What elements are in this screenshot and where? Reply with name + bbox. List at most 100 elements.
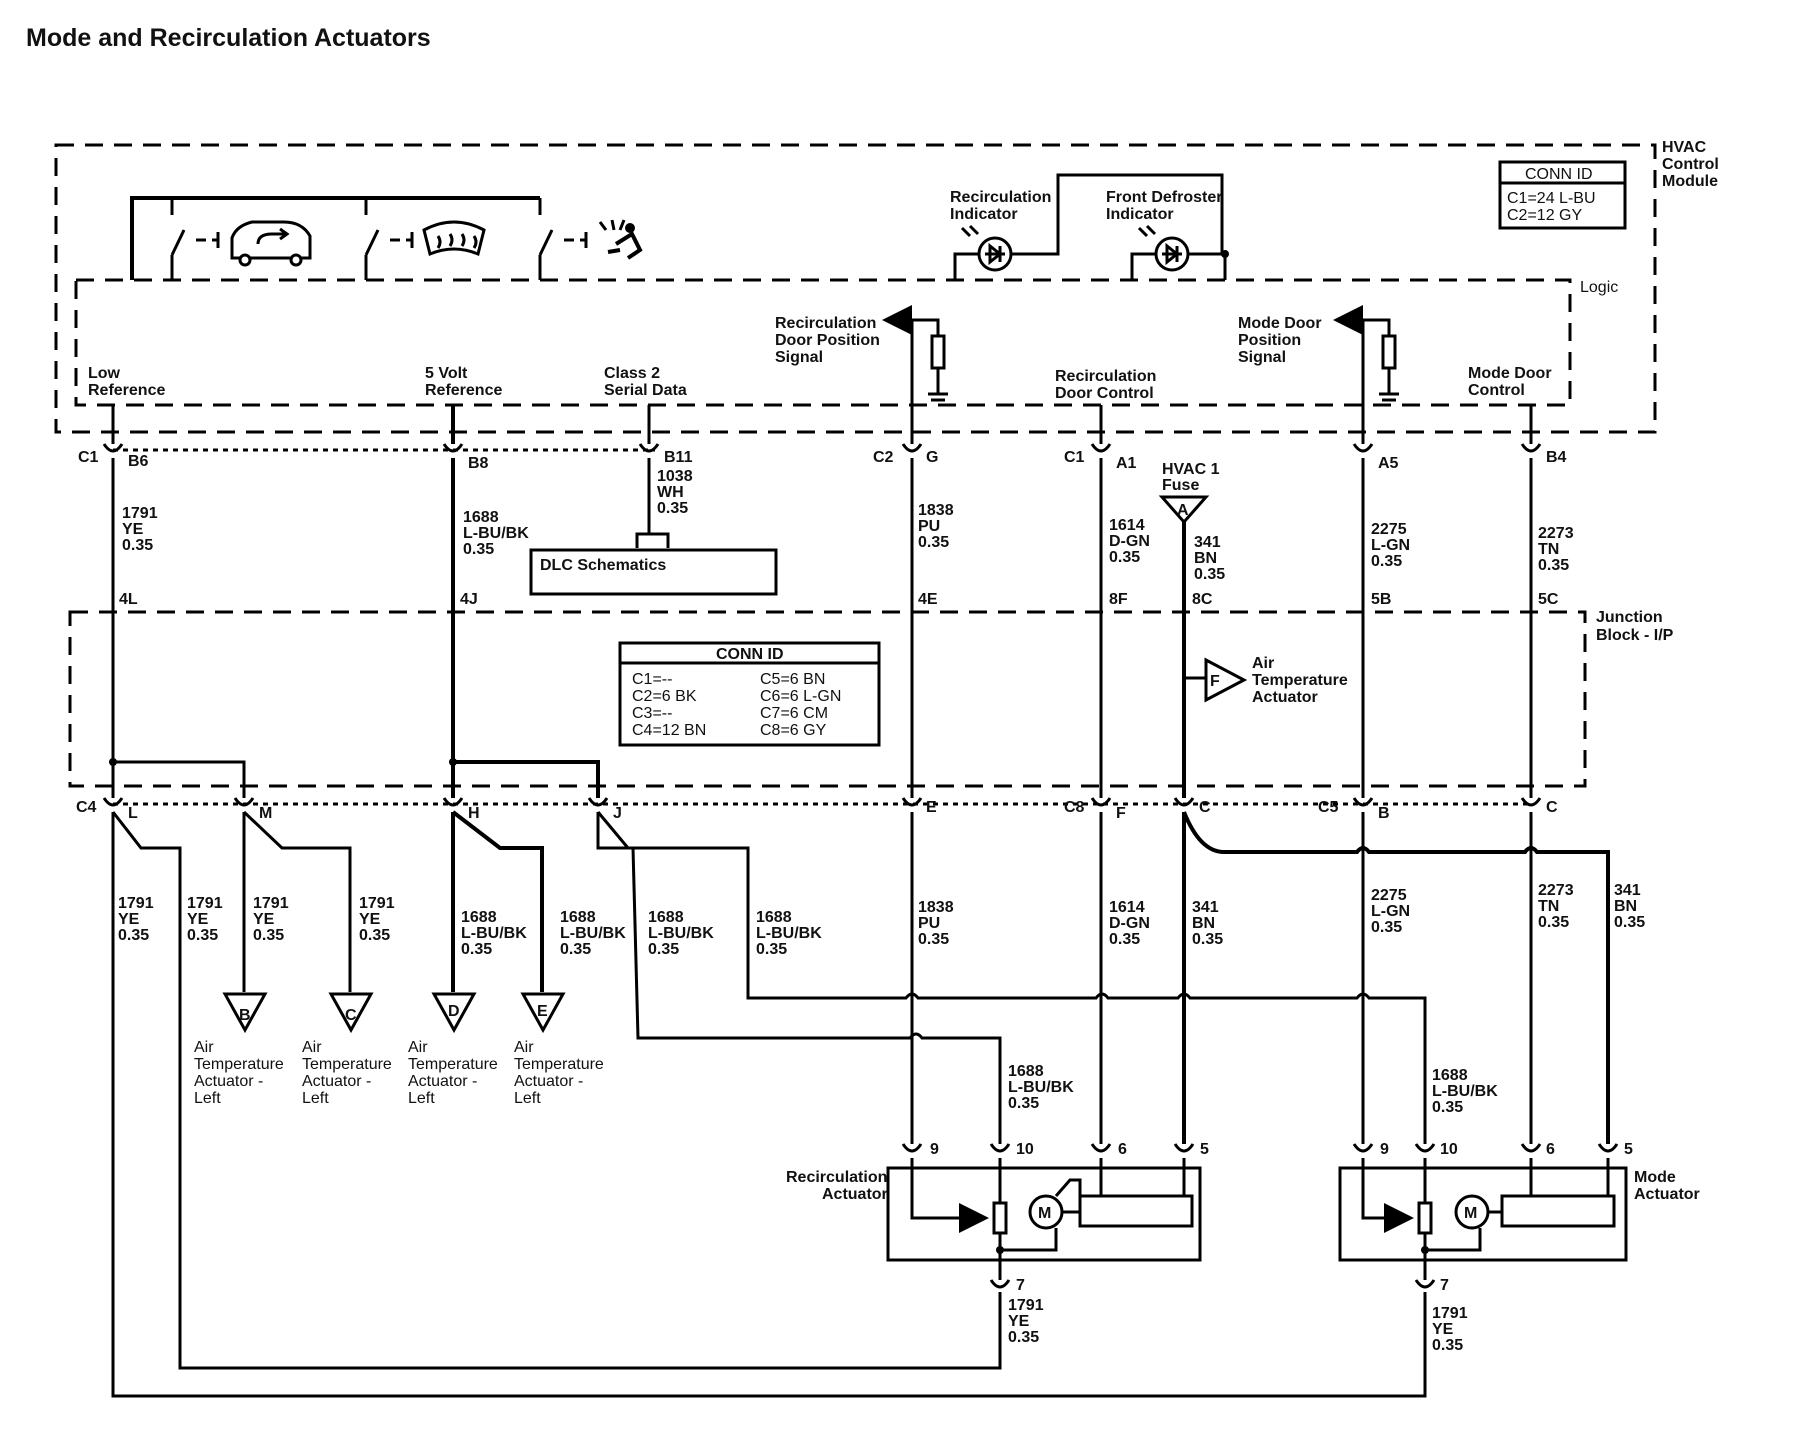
defrost-indicator-led [1130,224,1229,280]
mode-motor-label: M [1464,1205,1477,1222]
svg-text:0.35: 0.35 [648,941,679,958]
svg-text:Mode Door: Mode Door [1468,365,1552,382]
air-temp-actuator-offpage-f: F Air Temperature Actuator [1204,655,1348,706]
recirculation-actuator: M Recirculation Actuator 9 10 6 5 7 [786,1141,1209,1294]
svg-text:YE: YE [1432,1321,1454,1338]
svg-text:CONN ID: CONN ID [716,646,784,663]
svg-text:TN: TN [1538,898,1559,915]
svg-text:5 Volt: 5 Volt [425,365,468,382]
svg-text:0.35: 0.35 [359,927,390,944]
pin-h-label: H [468,805,480,822]
svg-text:8F: 8F [1109,591,1128,608]
svg-text:4J: 4J [460,591,478,608]
svg-text:L-BU/BK: L-BU/BK [1432,1083,1498,1100]
svg-text:Class 2: Class 2 [604,365,660,382]
svg-text:HVAC 1: HVAC 1 [1162,461,1220,478]
svg-text:WH: WH [657,484,684,501]
conn-c5-label: C5 [1318,799,1339,816]
conn-c1-label: C1 [78,449,99,466]
svg-text:1688: 1688 [756,909,792,926]
hvac-module-label: HVAC Control Module [1662,139,1719,190]
svg-text:Air: Air [514,1039,534,1056]
svg-text:1791: 1791 [253,895,289,912]
svg-text:BN: BN [1194,550,1217,567]
pin-j-label: J [613,805,622,822]
svg-text:Reference: Reference [88,382,165,399]
pin-c-label: C [1199,799,1211,816]
pin-b8-label: B8 [468,455,489,472]
svg-text:D: D [448,1003,460,1020]
svg-text:Front Defroster: Front Defroster [1106,189,1222,206]
svg-text:Actuator -: Actuator - [408,1073,477,1090]
svg-text:1688: 1688 [648,909,684,926]
svg-text:Left: Left [408,1090,435,1107]
svg-text:8C: 8C [1192,591,1213,608]
svg-text:1614: 1614 [1109,899,1145,916]
svg-text:Indicator: Indicator [1106,206,1174,223]
svg-text:L-BU/BK: L-BU/BK [560,925,626,942]
wire-1688-upper-label: 1688 L-BU/BK 0.35 [463,509,529,558]
svg-text:0.35: 0.35 [1371,553,1402,570]
svg-text:1838: 1838 [918,502,954,519]
svg-text:B: B [239,1007,251,1024]
svg-text:0.35: 0.35 [756,941,787,958]
svg-text:0.35: 0.35 [187,927,218,944]
hvac-module-boundary [54,143,1657,434]
pin-g-label: G [926,449,938,466]
svg-text:D-GN: D-GN [1109,533,1150,550]
svg-text:341: 341 [1192,899,1219,916]
svg-text:1614: 1614 [1109,517,1145,534]
bottom-connector-pins [102,797,1542,807]
hvac1-fuse: HVAC 1 Fuse A [1158,461,1220,525]
svg-text:Control: Control [1662,156,1719,173]
dlc-schematics-box[interactable]: DLC Schematics [529,548,778,596]
svg-text:2275: 2275 [1371,521,1407,538]
svg-text:Actuator: Actuator [1252,689,1318,706]
svg-text:0.35: 0.35 [461,941,492,958]
recirc-indicator-led [953,173,1224,280]
svg-text:Recirculation: Recirculation [1055,368,1156,385]
svg-text:C3=--: C3=-- [632,705,672,722]
svg-text:2273: 2273 [1538,882,1574,899]
svg-text:7: 7 [1440,1277,1449,1294]
svg-text:Indicator: Indicator [950,206,1018,223]
logic-label: Logic [1580,279,1618,296]
class2-serial-data-label: Class 2 Serial Data [604,365,687,399]
svg-text:Actuator -: Actuator - [194,1073,263,1090]
svg-text:0.35: 0.35 [1538,914,1569,931]
svg-text:0.35: 0.35 [1008,1329,1039,1346]
svg-text:L-BU/BK: L-BU/BK [463,525,529,542]
wire-runs-lower [111,810,1610,1398]
svg-text:5C: 5C [1538,591,1559,608]
svg-text:Air: Air [1252,655,1274,672]
svg-text:0.35: 0.35 [918,931,949,948]
svg-text:7: 7 [1016,1277,1025,1294]
svg-text:Mode: Mode [1634,1169,1676,1186]
svg-text:Recirculation: Recirculation [950,189,1051,206]
recirc-indicator-label: Recirculation Indicator [950,189,1051,223]
conn-c2-label: C2 [873,449,894,466]
svg-text:C1=--: C1=-- [632,671,672,688]
svg-text:Left: Left [302,1090,329,1107]
svg-text:YE: YE [1008,1313,1030,1330]
svg-text:Door Control: Door Control [1055,385,1154,402]
logic-boundary [74,278,1572,407]
svg-text:E: E [537,1003,548,1020]
svg-text:Left: Left [194,1090,221,1107]
defrost-indicator-label: Front Defroster Indicator [1106,189,1222,223]
svg-text:BN: BN [1192,915,1215,932]
svg-text:0.35: 0.35 [1432,1337,1463,1354]
switch-bank [130,196,588,280]
svg-text:0.35: 0.35 [118,927,149,944]
svg-text:C4=12 BN: C4=12 BN [632,722,706,739]
hvac-conn-id-box: CONN ID C1=24 L-BU C2=12 GY [1498,160,1627,230]
